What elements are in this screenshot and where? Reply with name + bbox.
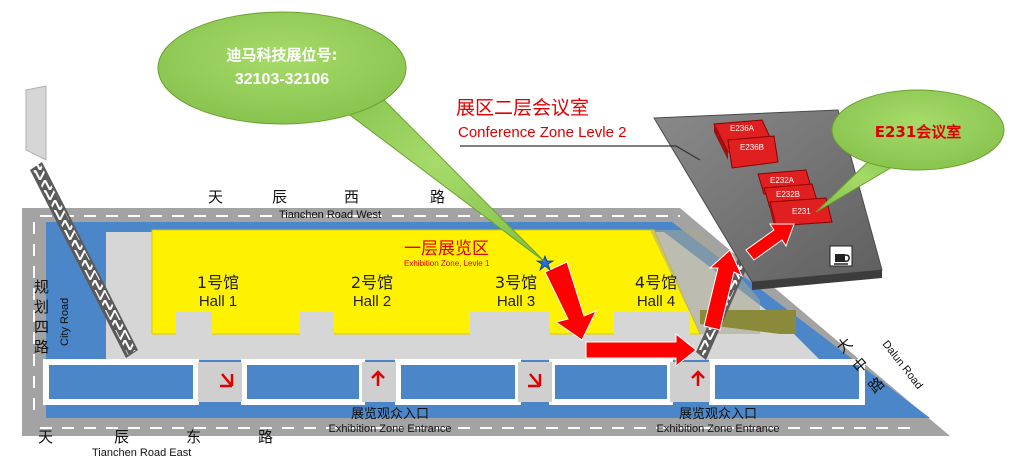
hall-2-en: Hall 2 [353, 293, 391, 310]
route-arrows [544, 223, 795, 368]
coffee-cup-icon [829, 245, 853, 267]
entrance-arrows [220, 370, 705, 388]
entrance-2-cn: 展览观众入口 [679, 406, 757, 422]
conference-rooms [713, 119, 833, 234]
road-west-label: 天 辰 西 路 [208, 188, 445, 206]
city-road-char: 四 [34, 318, 49, 336]
hall-notches [176, 312, 690, 336]
hall-4-cn: 4号馆 [635, 273, 677, 292]
city-road-char: 规 [34, 278, 49, 296]
left-tower [25, 85, 47, 161]
road-east-char: 辰 [114, 428, 129, 446]
hall-1-en: Hall 1 [199, 293, 237, 310]
road-east-en: Tianchen Road East [92, 447, 191, 459]
bottom-sections [43, 359, 865, 405]
room-callout-label: E231会议室 [875, 123, 962, 141]
road-east-char: 路 [258, 428, 273, 446]
road-west-en: Tianchen Road West [279, 209, 381, 221]
room-label-e236b: E236B [740, 143, 764, 152]
hall4-overlay [650, 230, 760, 334]
walkways [198, 362, 710, 402]
booth-callout-title: 迪马科技展位号: [227, 46, 338, 64]
road-west-char: 辰 [272, 188, 287, 206]
level2-title-cn: 展区二层会议室 [456, 97, 589, 119]
road-east-char: 天 [38, 428, 53, 446]
conference-deck-edge [752, 270, 882, 290]
room-label-e232b: E232B [776, 190, 800, 199]
city-road-label: 规 划 四 路 [34, 278, 49, 356]
hall-1-cn: 1号馆 [197, 273, 239, 292]
road-west-char: 西 [344, 188, 359, 206]
city-road-char: 划 [34, 298, 49, 316]
hall-2-cn: 2号馆 [351, 273, 393, 292]
entrance-1-cn: 展览观众入口 [351, 406, 429, 422]
booth-callout [157, 11, 546, 263]
hall-4-en: Hall 4 [637, 293, 675, 310]
city-road-char: 路 [34, 338, 49, 356]
room-callout [815, 89, 1005, 213]
road-west-char: 天 [208, 188, 223, 206]
city-road-en: City Road [59, 298, 71, 346]
room-label-e232a: E232A [770, 176, 795, 185]
level1-title-en: Exhibition Zone, Levle 1 [404, 259, 490, 268]
room-label-e231: E231 [792, 207, 811, 216]
level1-title-cn: 一层展览区 [404, 239, 489, 259]
road-east-label: 天 辰 东 路 [38, 428, 273, 446]
star-marker-icon [535, 254, 555, 272]
level2-title-en: Conference Zone Levle 2 [458, 124, 626, 141]
entrance-2-en: Exhibition Zone Entrance [657, 423, 780, 435]
hall-3-cn: 3号馆 [495, 273, 537, 292]
room-label-e236a: E236A [730, 124, 755, 133]
conference-leader-line [460, 145, 701, 161]
road-west-char: 路 [430, 188, 445, 206]
hall-3-en: Hall 3 [497, 293, 535, 310]
left-escalator [30, 162, 138, 358]
road-east-char: 东 [186, 428, 201, 446]
entrance-1-en: Exhibition Zone Entrance [329, 423, 452, 435]
booth-callout-numbers: 32103-32106 [235, 71, 329, 88]
